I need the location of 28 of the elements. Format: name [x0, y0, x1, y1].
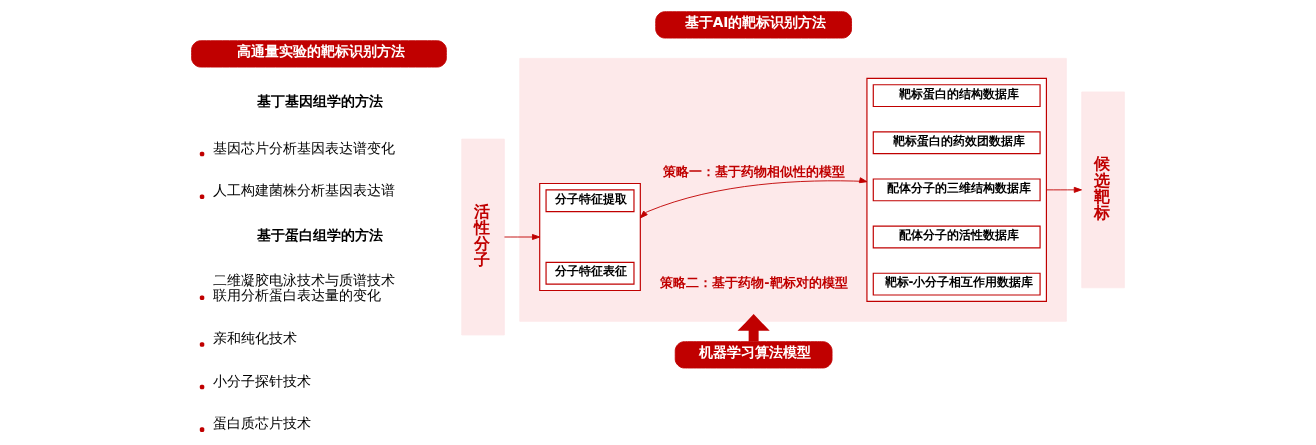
node-box: 候选靶标 — [1081, 91, 1125, 289]
label: 亲和纯化技术 — [212, 330, 297, 347]
label: 二维凝胶电泳技术与质谱技术联用分析蛋白表达量的变化 — [212, 272, 395, 304]
node-box: 配体分子的活性数据库 — [872, 225, 1041, 249]
node-box: 基于AI的靶标识别方法 — [655, 11, 852, 39]
label: 小分子探针技术 — [212, 372, 311, 389]
label: 蛋白质芯片技术 — [212, 415, 311, 432]
node-box: 配体分子的三维结构数据库 — [872, 178, 1041, 202]
node-box: 活性分子 — [461, 138, 505, 336]
node-box: 高通量实验的靶标识别方法 — [191, 40, 447, 68]
label: 基因芯片分析基因表达谱变化 — [212, 139, 395, 156]
label: 策略二：基于药物-靶标对的模型 — [660, 274, 848, 290]
edge-label: 策略一：基于药物相似性的模型 — [662, 164, 845, 180]
node-box: 分子特征提取 — [545, 189, 635, 213]
node-box: 靶标蛋白的结构数据库 — [872, 84, 1041, 108]
node-box: 靶标-小分子相互作用数据库 — [872, 272, 1041, 296]
label: 基丁基因组学的方法 — [257, 93, 384, 110]
label: 人工构建菌株分析基因表达谱 — [212, 182, 395, 199]
cluster — [519, 57, 1067, 322]
cluster — [539, 182, 641, 292]
node-box: 机器学习算法模型 — [674, 341, 833, 369]
label: 基于蛋白组学的方法 — [257, 226, 384, 243]
node-box: 靶标蛋白的药效团数据库 — [872, 131, 1041, 155]
arrow — [639, 177, 868, 219]
arrow — [504, 234, 541, 240]
node-box: 分子特征表征 — [545, 261, 635, 285]
cluster — [866, 77, 1047, 302]
arrow — [1045, 186, 1082, 193]
